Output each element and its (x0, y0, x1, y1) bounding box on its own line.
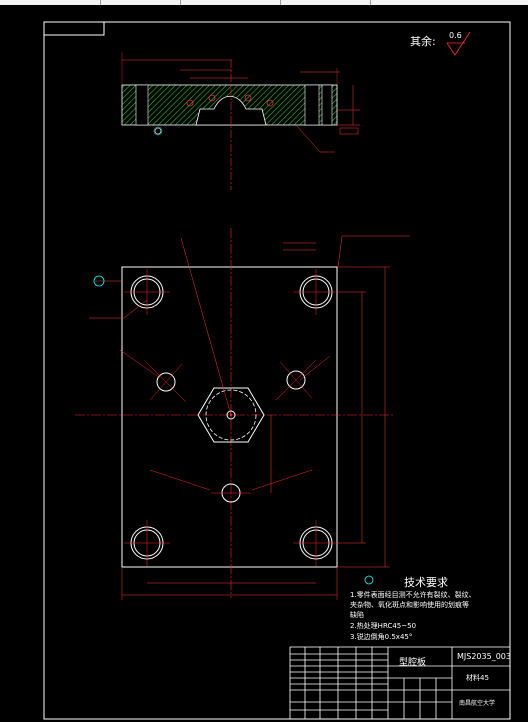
title-block-drawing-number: MJS2035_003 (457, 652, 511, 661)
window-tab[interactable] (180, 0, 281, 5)
tech-requirement-line: 2.热处理HRC45~50 (350, 622, 417, 630)
plan-view (75, 126, 410, 600)
surface-finish-value: 0.6 (449, 31, 462, 40)
cad-drawing-canvas[interactable] (0, 5, 528, 722)
title-block-school: 南昌航空大学 (459, 700, 496, 707)
tech-requirement-line: 3.锐边倒角0.5x45° (350, 633, 413, 641)
tech-requirement-line: 夹杂物、氧化斑点和影响使用的划痕等 (350, 601, 469, 609)
title-block (289, 646, 511, 720)
tech-requirements-title: 技术要求 (404, 576, 448, 589)
tech-requirement-line: 缺陷 (350, 611, 364, 619)
tech-requirement-line: 1.零件表面经目测不允许有裂纹、裂纹、 (350, 591, 476, 599)
title-block-material: 材料45 (466, 674, 489, 682)
window-tab-strip (0, 0, 528, 5)
surface-finish-label: 其余: (410, 35, 436, 48)
surface-finish-symbol (446, 31, 471, 56)
sheet-border (43, 21, 511, 720)
section-view (121, 52, 360, 190)
sheet-corner-box (43, 21, 105, 36)
window-tab[interactable] (100, 0, 181, 5)
window-tab[interactable] (280, 0, 371, 5)
window-tab[interactable] (0, 0, 101, 5)
title-block-part-name: 型腔板 (399, 658, 427, 668)
